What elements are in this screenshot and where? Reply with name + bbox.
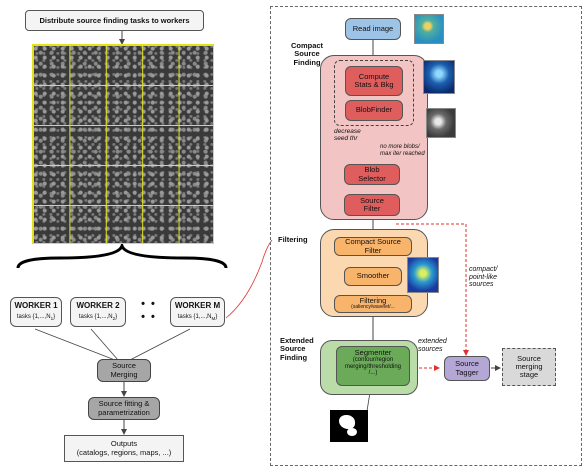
smoother-box: Smoother <box>344 267 402 286</box>
line-worker1-merge <box>34 328 116 361</box>
worker-m-name: WORKER M <box>174 301 221 310</box>
segmenter-label: Segmenter <box>354 348 392 357</box>
mask-blob-small <box>347 428 357 436</box>
worker-ellipsis: • • • • <box>141 298 155 323</box>
filtering-section-title: Filtering <box>278 235 308 244</box>
extended-section-title: Extended Source Finding <box>280 336 314 362</box>
worker-2-tasks: tasks {1,...,N2} <box>78 313 118 321</box>
sky-map-grid <box>32 44 214 244</box>
worker-1-name: WORKER 1 <box>14 301 58 310</box>
pipeline-panel <box>270 6 582 466</box>
mask-blob <box>339 415 355 429</box>
outputs-box: Outputs (catalogs, regions, maps, ...) <box>64 435 184 462</box>
stats-thumb <box>423 60 455 94</box>
filtering-box-sub: (saliency/wavelet/... <box>351 304 395 311</box>
filtering-box-label: Filtering <box>359 296 387 305</box>
source-fitting-box: Source fitting & parametrization <box>88 397 160 420</box>
source-tagger-box: Source Tagger <box>444 356 490 381</box>
worker-2-name: WORKER 2 <box>76 301 120 310</box>
no-more-blobs-label: no more blobs/ max iter reached <box>380 144 425 157</box>
compact-point-like-label: compact/ point-like sources <box>469 266 498 289</box>
input-image-thumb <box>414 14 444 44</box>
extended-sources-label: extended sources <box>418 338 447 353</box>
blob-loop-region <box>334 60 414 126</box>
smoother-thumb <box>407 257 439 293</box>
filtering-box: Filtering (saliency/wavelet/... <box>334 295 412 313</box>
compute-stats-box: Compute Stats & Bkg <box>345 66 403 96</box>
blob-thumb <box>426 108 456 138</box>
blobfinder-box: BlobFinder <box>345 100 403 121</box>
segmenter-sub: (contour/region merging/thresholding /..… <box>344 357 402 377</box>
red-link-line <box>225 239 273 319</box>
source-merging-stage-box: Source merging stage <box>502 348 556 386</box>
line-workerM-merge <box>129 328 191 361</box>
distribute-title: Distribute source finding tasks to worke… <box>25 10 204 31</box>
read-image-box: Read image <box>345 18 401 40</box>
line-worker2-merge <box>90 328 119 361</box>
worker-m-box: WORKER M tasks {1,...,NM} <box>170 297 225 327</box>
compact-source-filter-box: Compact Source Filter <box>334 237 412 256</box>
source-filter-box: Source Filter <box>344 194 400 216</box>
segmenter-box: Segmenter (contour/region merging/thresh… <box>336 346 410 386</box>
segmentation-mask-thumb <box>330 410 368 442</box>
red-dashed-compact <box>396 223 469 356</box>
worker-m-tasks: tasks {1,...,NM} <box>177 313 218 321</box>
worker-2-box: WORKER 2 tasks {1,...,N2} <box>70 297 126 327</box>
source-merging-box: Source Merging <box>97 359 151 382</box>
curly-brace <box>16 241 228 269</box>
blob-selector-box: Blob Selector <box>344 164 400 185</box>
decrease-seed-label: decrease seed thr <box>334 128 361 143</box>
worker-1-box: WORKER 1 tasks {1,...,N1} <box>10 297 62 327</box>
worker-1-tasks: tasks {1,...,N1} <box>16 313 56 321</box>
compact-section-title: Compact Source Finding <box>290 41 324 67</box>
